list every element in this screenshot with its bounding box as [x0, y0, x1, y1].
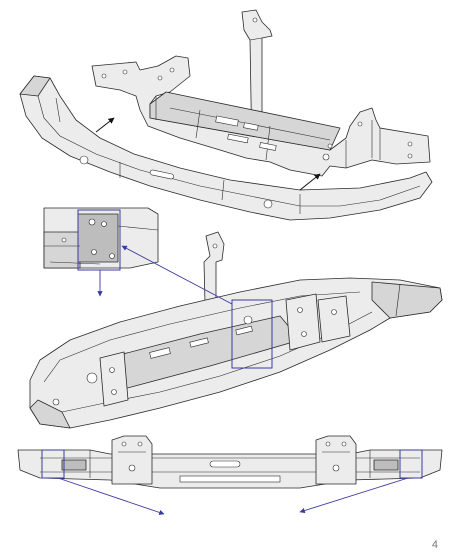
- step-2-highlight-box: [231, 299, 273, 369]
- step-1-exploded-view: [19, 9, 433, 221]
- winch-tray-frame: [91, 55, 431, 177]
- step-3-front-view: [17, 435, 443, 515]
- front-bumper-bar: [19, 75, 433, 221]
- step-3-right-callout-arrow-icon: [299, 477, 409, 514]
- detail-highlight-box: [77, 209, 121, 271]
- assembly-arrow-right-icon: [299, 173, 321, 191]
- detail-inset: [43, 207, 159, 297]
- vertical-mount-bracket: [241, 9, 273, 159]
- step-2-callout-line: [121, 245, 233, 305]
- step-2-assembled-view: [29, 231, 443, 429]
- step-3-left-callout-arrow-icon: [57, 477, 165, 515]
- step-3-right-highlight-box: [399, 449, 423, 479]
- assembly-arrow-left-icon: [95, 117, 115, 133]
- step-3-left-highlight-box: [41, 449, 65, 479]
- page-number: 4: [431, 539, 438, 551]
